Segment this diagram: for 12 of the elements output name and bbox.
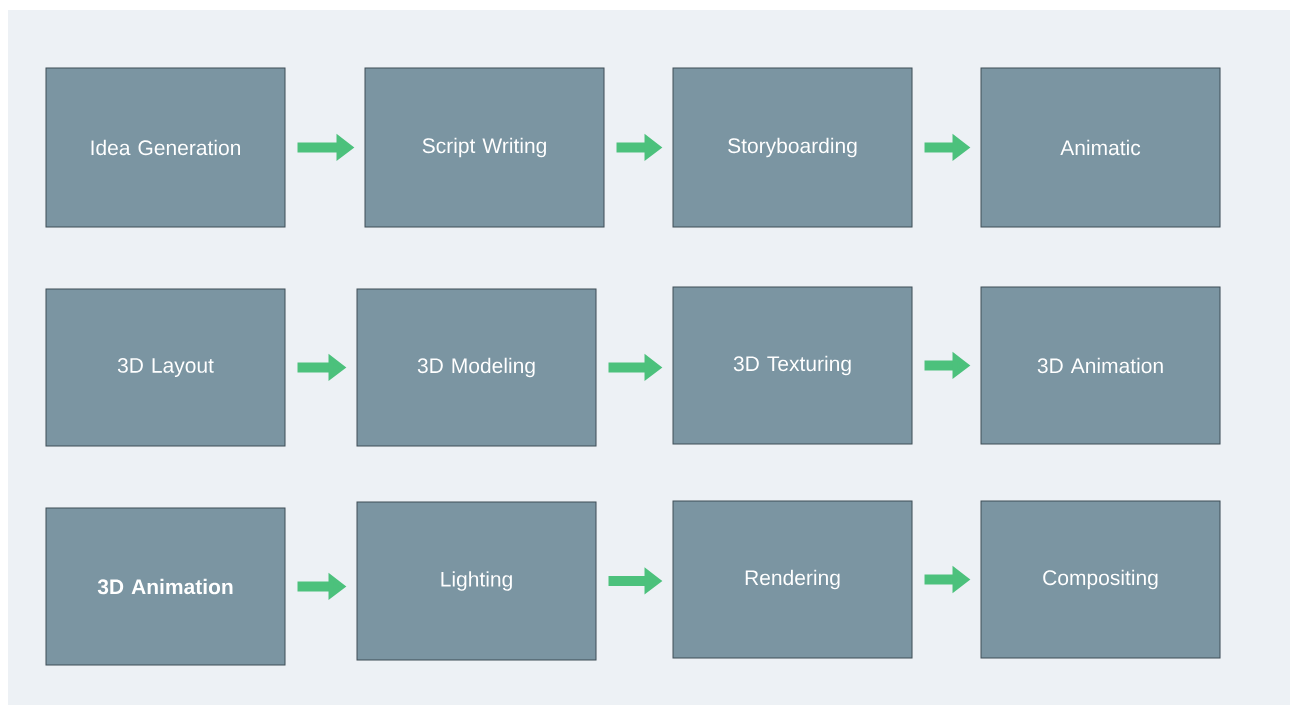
process-box: 3D Layout bbox=[45, 288, 286, 447]
process-box: Script Writing bbox=[364, 67, 605, 228]
process-box: Animatic bbox=[980, 67, 1221, 228]
process-box: Compositing bbox=[980, 500, 1221, 659]
process-box: 3D Animation bbox=[980, 286, 1221, 445]
process-box: Idea Generation bbox=[45, 67, 286, 228]
process-box: Rendering bbox=[672, 500, 913, 659]
process-box: Lighting bbox=[356, 501, 597, 661]
process-box: 3D Texturing bbox=[672, 286, 913, 445]
process-box: 3D Modeling bbox=[356, 288, 597, 447]
process-box: Storyboarding bbox=[672, 67, 913, 228]
process-box: 3D Animation bbox=[45, 507, 286, 666]
